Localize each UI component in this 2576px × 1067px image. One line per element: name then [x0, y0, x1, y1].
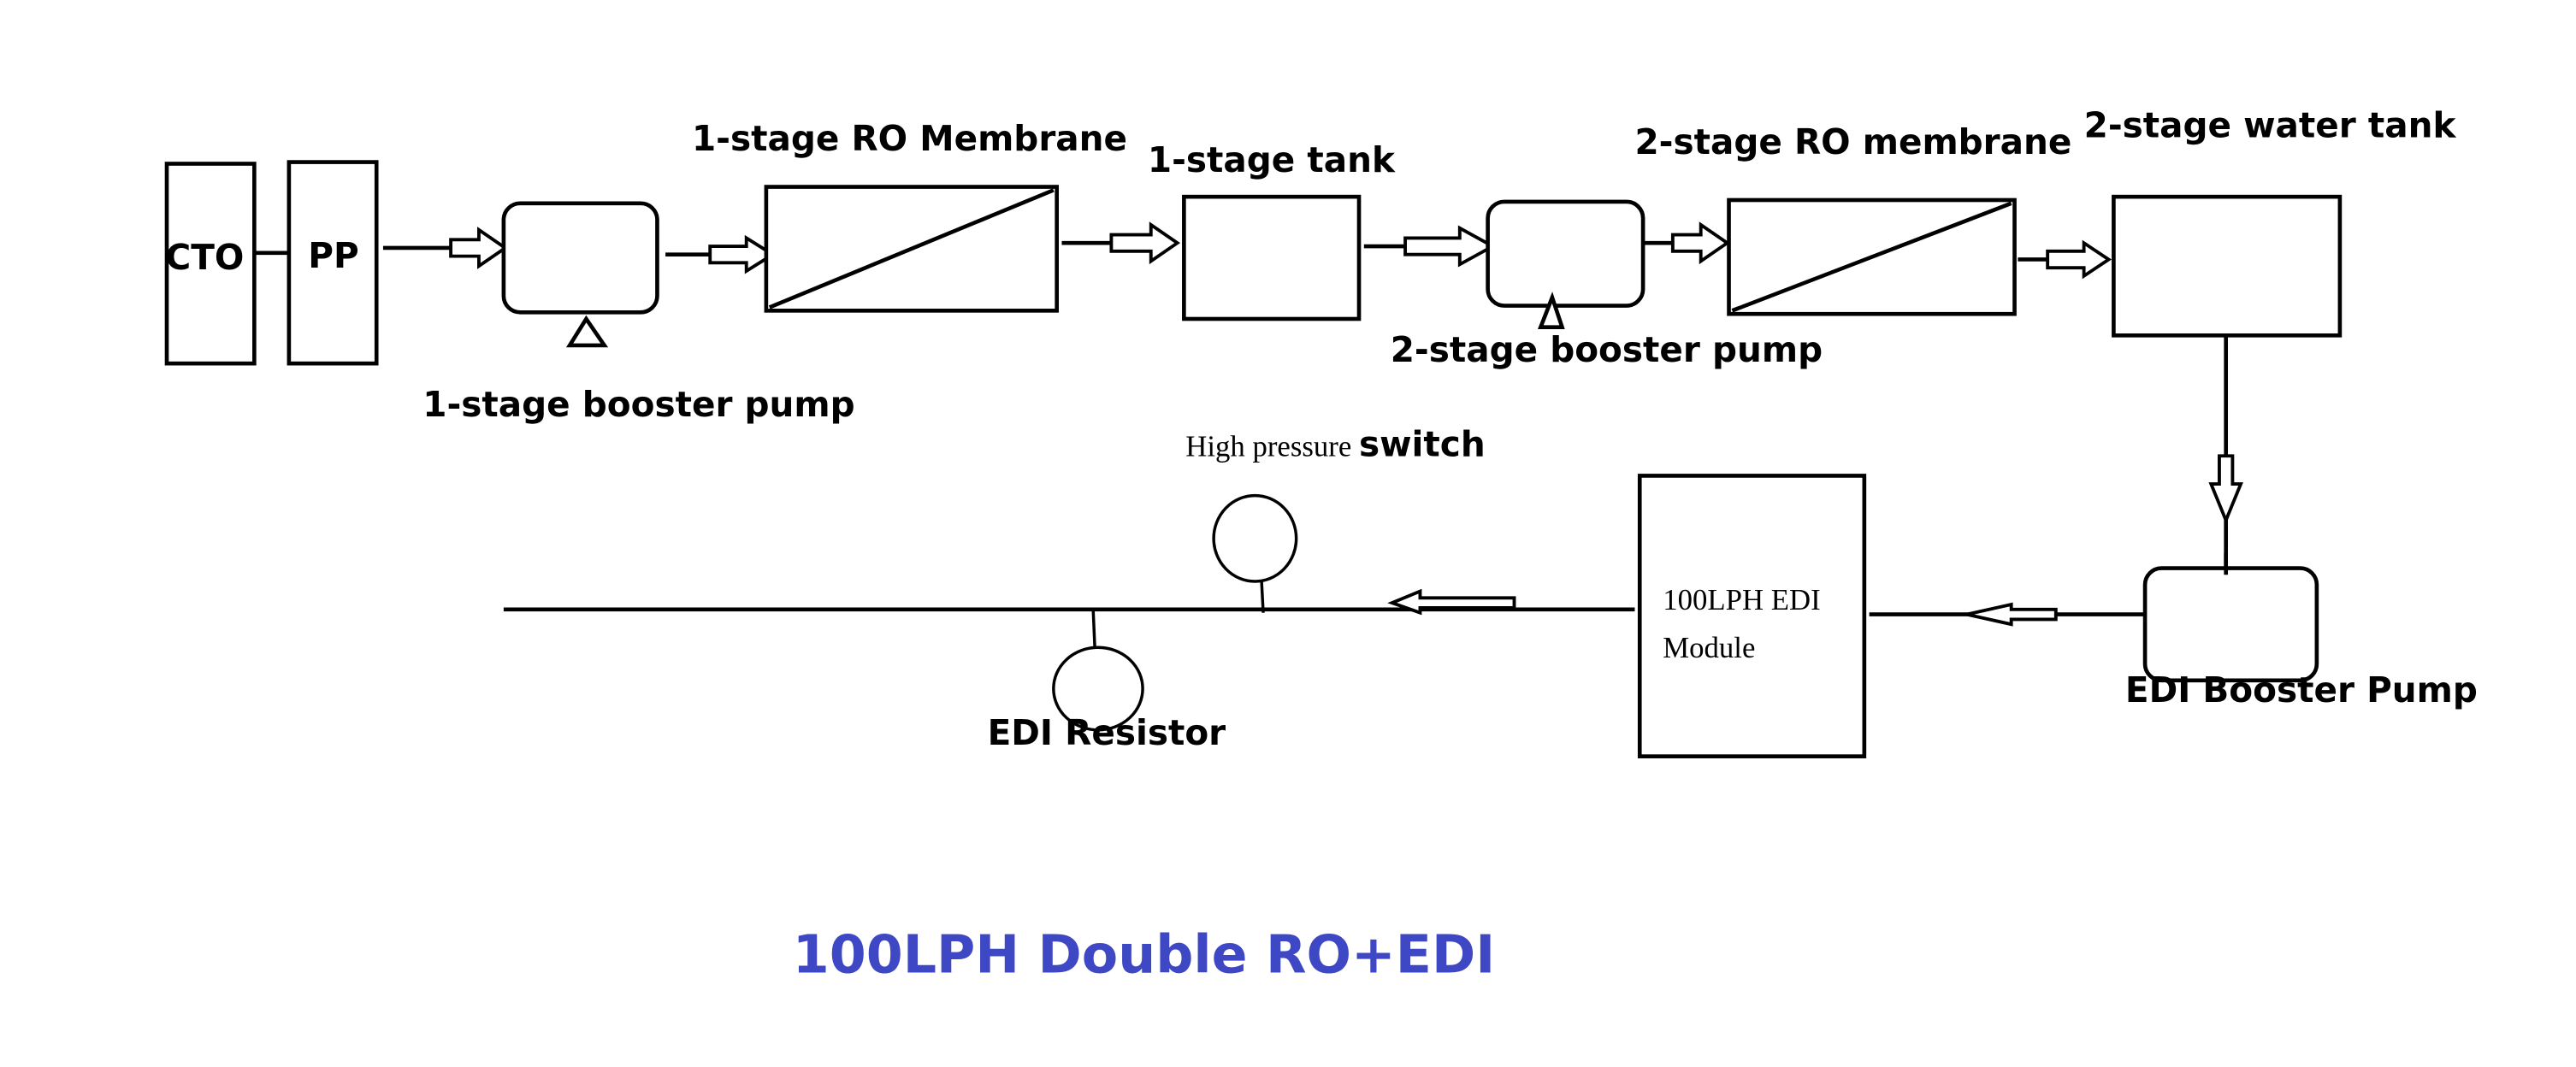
flow-arrow-right-icon [2046, 239, 2112, 280]
flow-arrow-right-icon [708, 234, 777, 274]
resistor-stem [1091, 609, 1096, 648]
pump2-label: 2-stage booster pump [1391, 329, 1823, 370]
ro2-label: 2-stage RO membrane [1634, 121, 2071, 162]
edi-resistor: EDI Resistor [988, 609, 1226, 753]
edi-booster-pump: EDI Booster Pump [2125, 553, 2478, 710]
ro1-label: 1-stage RO Membrane [692, 118, 1127, 159]
membrane-diagonal [1731, 201, 2012, 313]
pp-filter-box [287, 160, 379, 366]
flow-arrow-right-icon [1670, 221, 1730, 265]
pump2-body [1486, 199, 1645, 308]
ro-membrane-1: 1-stage RO Membrane [692, 118, 1127, 313]
edi-module-body [1637, 474, 1867, 758]
pump-base-triangle-icon [1538, 292, 1565, 329]
cto-label: CTO [165, 237, 244, 278]
ro-membrane-2: 2-stage RO membrane [1634, 121, 2071, 316]
tank-2: 2-stage water tank [2084, 105, 2457, 338]
pp-filter: PP [287, 160, 379, 366]
flow-arrow-down-icon [2208, 454, 2243, 525]
tank2-label: 2-stage water tank [2084, 105, 2457, 146]
cto-filter-box [164, 162, 257, 366]
tank1-label: 1-stage tank [1148, 139, 1396, 180]
pressure-switch-label: High pressure switch [1185, 423, 1485, 464]
pump1-body [501, 201, 659, 315]
edi-pump-body [2142, 566, 2319, 683]
membrane-diagonal [768, 188, 1055, 309]
booster-pump-2: 2-stage booster pump [1391, 199, 1823, 370]
flow-arrow-left-icon [1387, 588, 1516, 616]
pressure-switch-label-bold: switch [1359, 423, 1486, 464]
pump1-label: 1-stage booster pump [422, 384, 854, 425]
flow-arrow-right-icon [1403, 225, 1497, 268]
pressure-switch-gauge-icon [1212, 493, 1298, 583]
cto-filter: CTO [164, 162, 257, 366]
tank-1: 1-stage tank [1148, 139, 1396, 321]
flow-arrow-left-icon [1966, 602, 2058, 627]
pressure-switch-label-regular: High pressure [1185, 429, 1359, 463]
diagram-title: 100LPH Double RO+EDI [793, 924, 1495, 986]
pp-label: PP [308, 235, 358, 276]
flow-arrow-right-icon [1109, 221, 1181, 265]
resistor-label: EDI Resistor [988, 712, 1226, 753]
flow-arrow-right-icon [449, 227, 509, 269]
booster-pump-1: 1-stage booster pump [422, 201, 855, 425]
tank2-body [2112, 194, 2343, 338]
pressure-switch-stem [1260, 581, 1265, 613]
high-pressure-switch: High pressure switch [1185, 423, 1486, 613]
edi-module-label-line1: 100LPH EDI [1663, 583, 1820, 616]
resistivity-meter-icon [1052, 646, 1144, 732]
edi-module: 100LPH EDI Module [1637, 474, 1867, 758]
pump-base-triangle-icon [565, 315, 609, 348]
edi-module-label-line2: Module [1663, 631, 1755, 664]
edi-pump-label: EDI Booster Pump [2125, 669, 2478, 710]
tank1-body [1182, 194, 1362, 321]
